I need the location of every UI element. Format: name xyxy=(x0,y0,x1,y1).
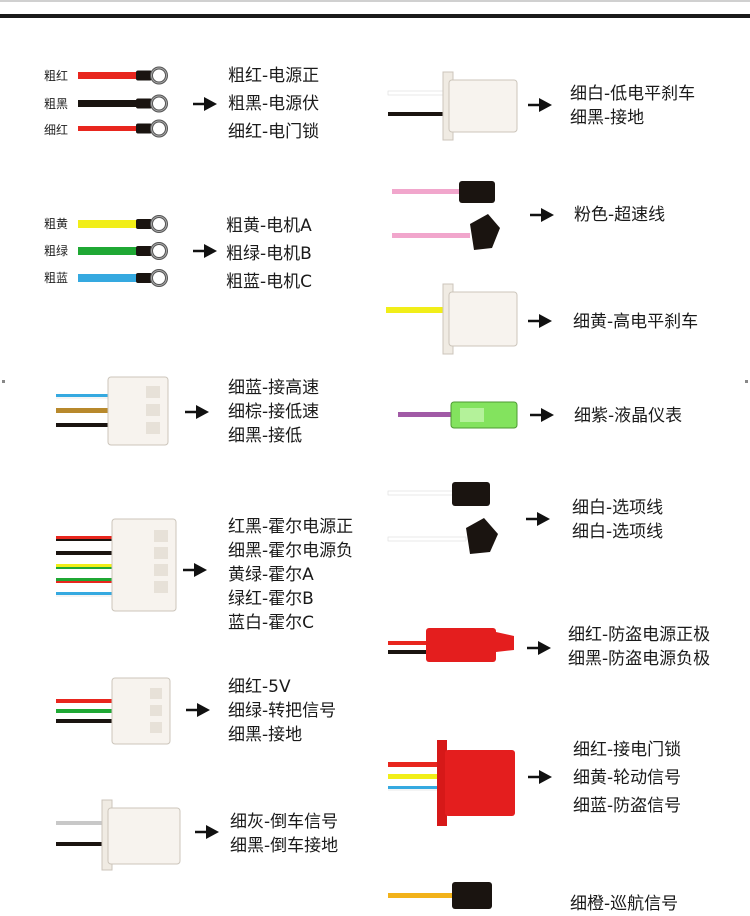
top-thin-line xyxy=(0,0,750,2)
label-line: 细橙-巡航信号 xyxy=(570,894,679,914)
label-line: 粗蓝-电机C xyxy=(226,272,313,292)
cruise-connector xyxy=(388,882,492,909)
arrow-icon xyxy=(183,403,211,421)
high-brake-connector xyxy=(386,283,518,355)
label-block-cruise: 细橙-巡航信号 xyxy=(570,892,678,916)
label-block-motor: 粗黄-电机A 粗绿-电机B 粗蓝-电机C xyxy=(226,214,312,294)
label-line: 细蓝-接高速 xyxy=(228,378,320,398)
label-line: 细黑-霍尔电源负 xyxy=(228,541,354,561)
label-line: 蓝白-霍尔C xyxy=(228,613,315,633)
wire-tag: 细红 xyxy=(44,123,69,137)
wire-tag: 粗黄 xyxy=(44,217,69,231)
label-line: 红黑-霍尔电源正 xyxy=(228,517,354,537)
label-line: 细黑-倒车接地 xyxy=(230,836,339,856)
arrow-icon xyxy=(191,242,219,260)
label-line: 细黑-接低 xyxy=(228,426,303,446)
label-line: 细白-选项线 xyxy=(572,498,664,518)
label-line: 粗红-电源正 xyxy=(228,66,320,86)
label-line: 细蓝-防盗信号 xyxy=(573,796,682,816)
arrow-icon xyxy=(524,510,552,528)
wire-tag: 粗黑 xyxy=(44,97,69,111)
label-line: 细黑-防盗电源负极 xyxy=(568,649,711,669)
label-line: 细黑-接地 xyxy=(228,725,303,745)
arrow-icon xyxy=(193,823,221,841)
reverse-connector xyxy=(56,799,181,871)
top-divider-bar xyxy=(0,14,750,18)
wire-thick-yellow xyxy=(78,220,138,228)
hall-connector xyxy=(56,518,177,612)
label-block-reverse: 细灰-倒车信号 细黑-倒车接地 xyxy=(230,810,338,858)
option-connector xyxy=(387,482,498,554)
label-line: 细棕-接低速 xyxy=(228,402,320,422)
edge-mark-right xyxy=(745,380,748,383)
arrow-icon xyxy=(181,561,209,579)
label-block-speed: 细蓝-接高速 细棕-接低速 细黑-接低 xyxy=(228,376,319,448)
arrow-icon xyxy=(184,701,212,719)
label-line: 细白-低电平刹车 xyxy=(570,84,696,104)
ignition-connector xyxy=(388,740,515,826)
wire-tag: 粗红 xyxy=(44,69,69,83)
label-line: 绿红-霍尔B xyxy=(228,589,314,609)
label-block-low-brake: 细白-低电平刹车 细黑-接地 xyxy=(570,82,695,130)
label-block-ignition: 细红-接电门锁 细黄-轮动信号 细蓝-防盗信号 xyxy=(573,738,681,818)
wire-thin-red xyxy=(78,126,138,131)
low-brake-connector xyxy=(387,71,518,141)
label-block-hall: 红黑-霍尔电源正 细黑-霍尔电源负 黄绿-霍尔A 绿红-霍尔B 蓝白-霍尔C xyxy=(228,515,353,635)
overspeed-connector xyxy=(392,181,500,250)
arrow-icon xyxy=(191,95,219,113)
label-line: 细灰-倒车信号 xyxy=(230,812,339,832)
edge-mark-left xyxy=(2,380,5,383)
label-block-throttle: 细红-5V 细绿-转把信号 细黑-接地 xyxy=(228,675,336,747)
label-line: 粉色-超速线 xyxy=(574,205,666,225)
label-line: 粗黑-电源伏 xyxy=(228,94,320,114)
arrow-icon xyxy=(525,639,553,657)
label-block-antitheft-power: 细红-防盗电源正极 细黑-防盗电源负极 xyxy=(568,623,710,671)
wire-thick-green xyxy=(78,247,138,255)
antitheft-power-connector xyxy=(388,628,514,662)
label-block-lcd: 细紫-液晶仪表 xyxy=(574,404,682,428)
label-line: 细黄-轮动信号 xyxy=(573,768,682,788)
arrow-icon xyxy=(526,312,554,330)
label-line: 细黑-接地 xyxy=(570,108,645,128)
label-line: 细红-接电门锁 xyxy=(573,740,682,760)
speed-connector xyxy=(56,376,169,446)
wire-thick-black xyxy=(78,100,138,107)
lcd-meter-connector xyxy=(398,401,518,429)
label-line: 细紫-液晶仪表 xyxy=(574,406,683,426)
wire-tag: 粗蓝 xyxy=(44,271,69,285)
arrow-icon xyxy=(526,96,554,114)
motor-ring-terminals xyxy=(78,215,168,287)
label-line: 细红-电门锁 xyxy=(228,122,320,142)
label-block-high-brake: 细黄-高电平刹车 xyxy=(573,310,698,334)
label-line: 细绿-转把信号 xyxy=(228,701,337,721)
power-ring-terminals xyxy=(78,66,168,138)
label-line: 细黄-高电平刹车 xyxy=(573,312,699,332)
label-block-power: 粗红-电源正 粗黑-电源伏 细红-电门锁 xyxy=(228,64,319,144)
label-line: 粗绿-电机B xyxy=(226,244,312,264)
wire-thick-red xyxy=(78,72,138,79)
label-block-overspeed: 粉色-超速线 xyxy=(574,203,665,227)
label-line: 粗黄-电机A xyxy=(226,216,312,236)
label-block-option: 细白-选项线 细白-选项线 xyxy=(572,496,663,544)
label-line: 细红-防盗电源正极 xyxy=(568,625,711,645)
wire-thick-blue xyxy=(78,274,138,282)
throttle-connector xyxy=(56,677,171,745)
arrow-icon xyxy=(528,406,556,424)
arrow-icon xyxy=(526,768,554,786)
label-line: 黄绿-霍尔A xyxy=(228,565,314,585)
arrow-icon xyxy=(528,206,556,224)
wire-tag: 粗绿 xyxy=(44,244,69,258)
label-line: 细红-5V xyxy=(228,677,291,697)
label-line: 细白-选项线 xyxy=(572,522,664,542)
